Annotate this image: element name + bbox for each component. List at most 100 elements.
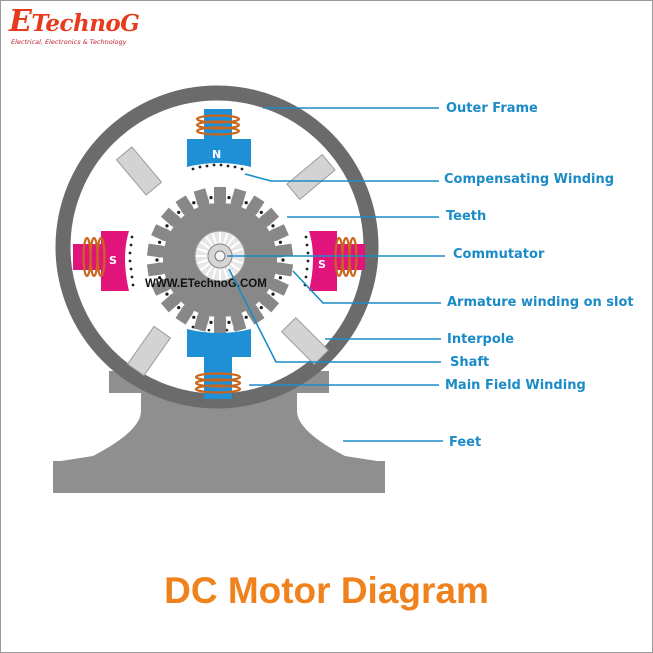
bottom-field-winding (194, 372, 242, 394)
armature-conductor (271, 292, 275, 296)
logo-brand-initial: E (9, 4, 32, 39)
armature-conductor (158, 276, 162, 280)
armature-tooth (230, 188, 247, 206)
armature-tooth (160, 207, 180, 226)
commutator-bar (211, 268, 217, 280)
armature-tooth (193, 314, 210, 332)
compensating-winding-dots (191, 163, 244, 171)
armature-teeth (146, 187, 294, 333)
interpoles (115, 146, 336, 377)
bottom-pole (187, 329, 251, 399)
armature-tooth (246, 306, 265, 325)
label-compensating-winding: Compensating Winding (444, 172, 615, 187)
armature-conductor (158, 240, 162, 244)
commutator-bar (205, 265, 214, 276)
armature-conductor (259, 210, 263, 214)
interpole-top-right (286, 153, 336, 201)
shaft-callout-line (228, 268, 441, 363)
armature (146, 187, 294, 333)
left-pole-letter: S (109, 254, 117, 267)
armature-tooth (146, 262, 163, 277)
armature-conductor (227, 196, 231, 200)
commutator-bar (200, 241, 211, 250)
armature-tooth (193, 188, 210, 206)
armature-tooth (277, 243, 294, 258)
armature-tooth (230, 314, 247, 332)
label-main-field-winding: Main Field Winding (445, 378, 586, 393)
label-commutator: Commutator (453, 247, 545, 262)
right-compensating-dots (303, 235, 310, 287)
north-field-winding (195, 114, 241, 136)
feet-base (53, 461, 385, 493)
label-teeth: Teeth (446, 209, 487, 224)
right-field-winding (334, 236, 358, 278)
label-feet: Feet (449, 435, 482, 450)
commutator-bar (232, 259, 244, 265)
armature-conductor (278, 240, 282, 244)
left-south-pole: S (73, 231, 129, 291)
right-south-pole: S (309, 231, 365, 291)
armature-tooth (175, 195, 194, 214)
commutator-bar (200, 262, 211, 271)
motor-shaft (214, 250, 226, 262)
armature-conductor (227, 320, 231, 324)
label-shaft: Shaft (450, 355, 490, 370)
left-field-winding (82, 236, 106, 278)
callout-lines (227, 107, 445, 442)
commutator-segments (196, 232, 244, 280)
armature-conductor (165, 224, 169, 228)
commutator-bar (229, 262, 240, 271)
commutator-bar (196, 247, 208, 253)
armature-tooth (214, 187, 226, 201)
armature-tooth (260, 294, 280, 313)
armature-conductor (271, 224, 275, 228)
interpole-bottom-left (126, 325, 172, 377)
armature-tooth (271, 224, 289, 241)
commutator-bar (223, 268, 229, 280)
armature-conductor (244, 315, 248, 319)
armature-tooth (175, 306, 194, 325)
armature-conductors (155, 196, 285, 324)
logo-brand: ETechnoG (9, 4, 140, 39)
armature-conductor (165, 292, 169, 296)
armature-conductor (209, 196, 213, 200)
armature-winding-callout-line (292, 270, 441, 304)
north-pole: N (187, 109, 251, 167)
logo-brand-rest: TechnoG (31, 10, 140, 37)
armature-conductor (281, 258, 285, 262)
armature-tooth (277, 262, 294, 277)
armature-tooth (160, 294, 180, 313)
armature-conductor (177, 210, 181, 214)
commutator-bar (226, 236, 235, 247)
interpole-top-left (115, 146, 163, 196)
north-pole-letter: N (212, 148, 221, 161)
commutator-bar (211, 232, 217, 244)
commutator-bar (229, 241, 240, 250)
armature-tooth (214, 319, 226, 333)
commutator-bar (196, 259, 208, 265)
logo-tagline: Electrical, Electronics & Technology (11, 38, 127, 46)
armature-conductor (192, 201, 196, 205)
page-title: DC Motor Diagram (164, 570, 489, 611)
etechnog-logo: ETechnoG Electrical, Electronics & Techn… (9, 4, 140, 47)
outer-frame-ring (55, 85, 379, 409)
armature-conductor (192, 315, 196, 319)
interpole-bottom-right (280, 316, 330, 366)
left-compensating-dots (128, 235, 135, 287)
armature-tooth (246, 195, 265, 214)
right-pole-letter: S (318, 258, 326, 271)
website-watermark: WWW.ETechnoG.COM (145, 278, 267, 290)
armature-tooth (271, 279, 289, 296)
commutator-bar (232, 247, 244, 253)
armature-conductor (177, 306, 181, 310)
armature-conductor (259, 306, 263, 310)
label-interpole: Interpole (447, 332, 515, 347)
armature-tooth (151, 224, 169, 241)
commutator-bar (223, 232, 229, 244)
armature-conductor (209, 320, 213, 324)
commutator-bar (205, 236, 214, 247)
armature-conductor (244, 201, 248, 205)
commutator (194, 230, 246, 282)
